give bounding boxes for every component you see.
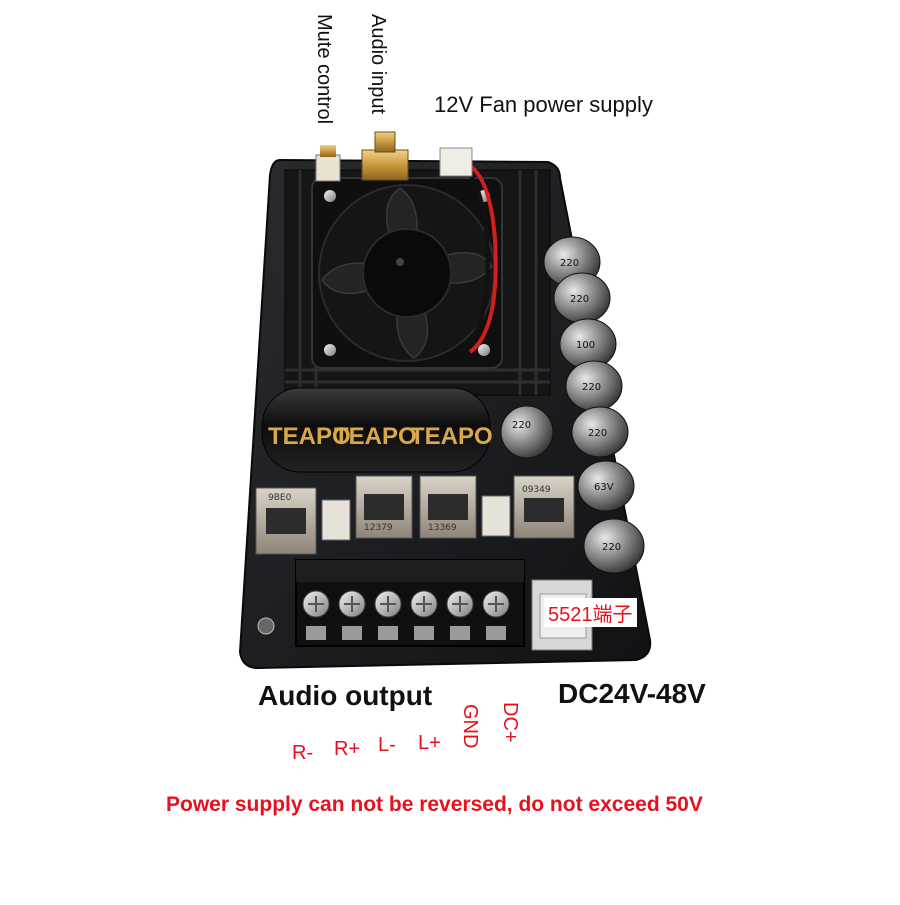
capacitor: 220 (583, 518, 645, 574)
capacitor-column: 220 220 100 220 220 63V (543, 236, 645, 574)
pin-label-r-minus: R- (292, 742, 314, 764)
svg-text:09349: 09349 (522, 485, 551, 495)
mute-control-label: Mute control (313, 14, 335, 125)
main-capacitor: TEAPO TEAPO TEAPO (261, 387, 493, 473)
mount-hole (257, 617, 275, 635)
small-capacitor: 220 (500, 405, 554, 459)
svg-text:TEAPO: TEAPO (268, 423, 351, 450)
capacitor: 63V (577, 460, 635, 512)
audio-input-jack (361, 131, 409, 181)
svg-text:220: 220 (582, 382, 601, 393)
mute-control-jack (315, 145, 341, 182)
svg-text:13369: 13369 (428, 523, 457, 533)
audio-input-label: Audio input (367, 14, 389, 115)
pin-label-r-plus: R+ (334, 738, 361, 760)
svg-text:TEAPO: TEAPO (410, 423, 493, 450)
inductor-row: 9BE0 12379 13369 09349 (255, 475, 575, 555)
svg-text:TEAPO: TEAPO (334, 423, 417, 450)
pin-label-dc-plus: DC+ (499, 702, 521, 743)
pin-label-gnd: GND (459, 704, 481, 749)
inductor: 13369 (419, 475, 477, 539)
svg-text:220: 220 (560, 258, 579, 269)
inductor: 12379 (355, 475, 413, 539)
dc-range-label: DC24V-48V (558, 678, 706, 709)
capacitor: 220 (553, 272, 611, 324)
svg-text:220: 220 (570, 294, 589, 305)
svg-text:220: 220 (602, 542, 621, 553)
cooling-fan (311, 177, 503, 369)
capacitor: 220 (565, 360, 623, 412)
dc-connector-label: 5521端子 (544, 598, 637, 627)
inductor: 09349 (513, 475, 575, 539)
smd-components (321, 495, 511, 541)
svg-text:12379: 12379 (364, 523, 393, 533)
svg-text:220: 220 (588, 428, 607, 439)
fan-power-label: 12V Fan power supply (434, 92, 653, 117)
inductor: 9BE0 (255, 487, 317, 555)
capacitor: 220 (571, 406, 629, 458)
pin-label-l-plus: L+ (418, 732, 441, 754)
pin-label-l-minus: L- (378, 734, 396, 756)
fan-wire (461, 160, 498, 354)
warning-text: Power supply can not be reversed, do not… (166, 793, 703, 816)
svg-text:220: 220 (512, 420, 531, 431)
svg-text:100: 100 (576, 340, 595, 351)
audio-output-label: Audio output (258, 680, 433, 711)
svg-text:63V: 63V (594, 482, 614, 493)
fan-power-connector (439, 147, 473, 177)
terminal-block (295, 559, 525, 647)
terminal-screws (302, 590, 510, 618)
svg-text:9BE0: 9BE0 (268, 493, 292, 503)
